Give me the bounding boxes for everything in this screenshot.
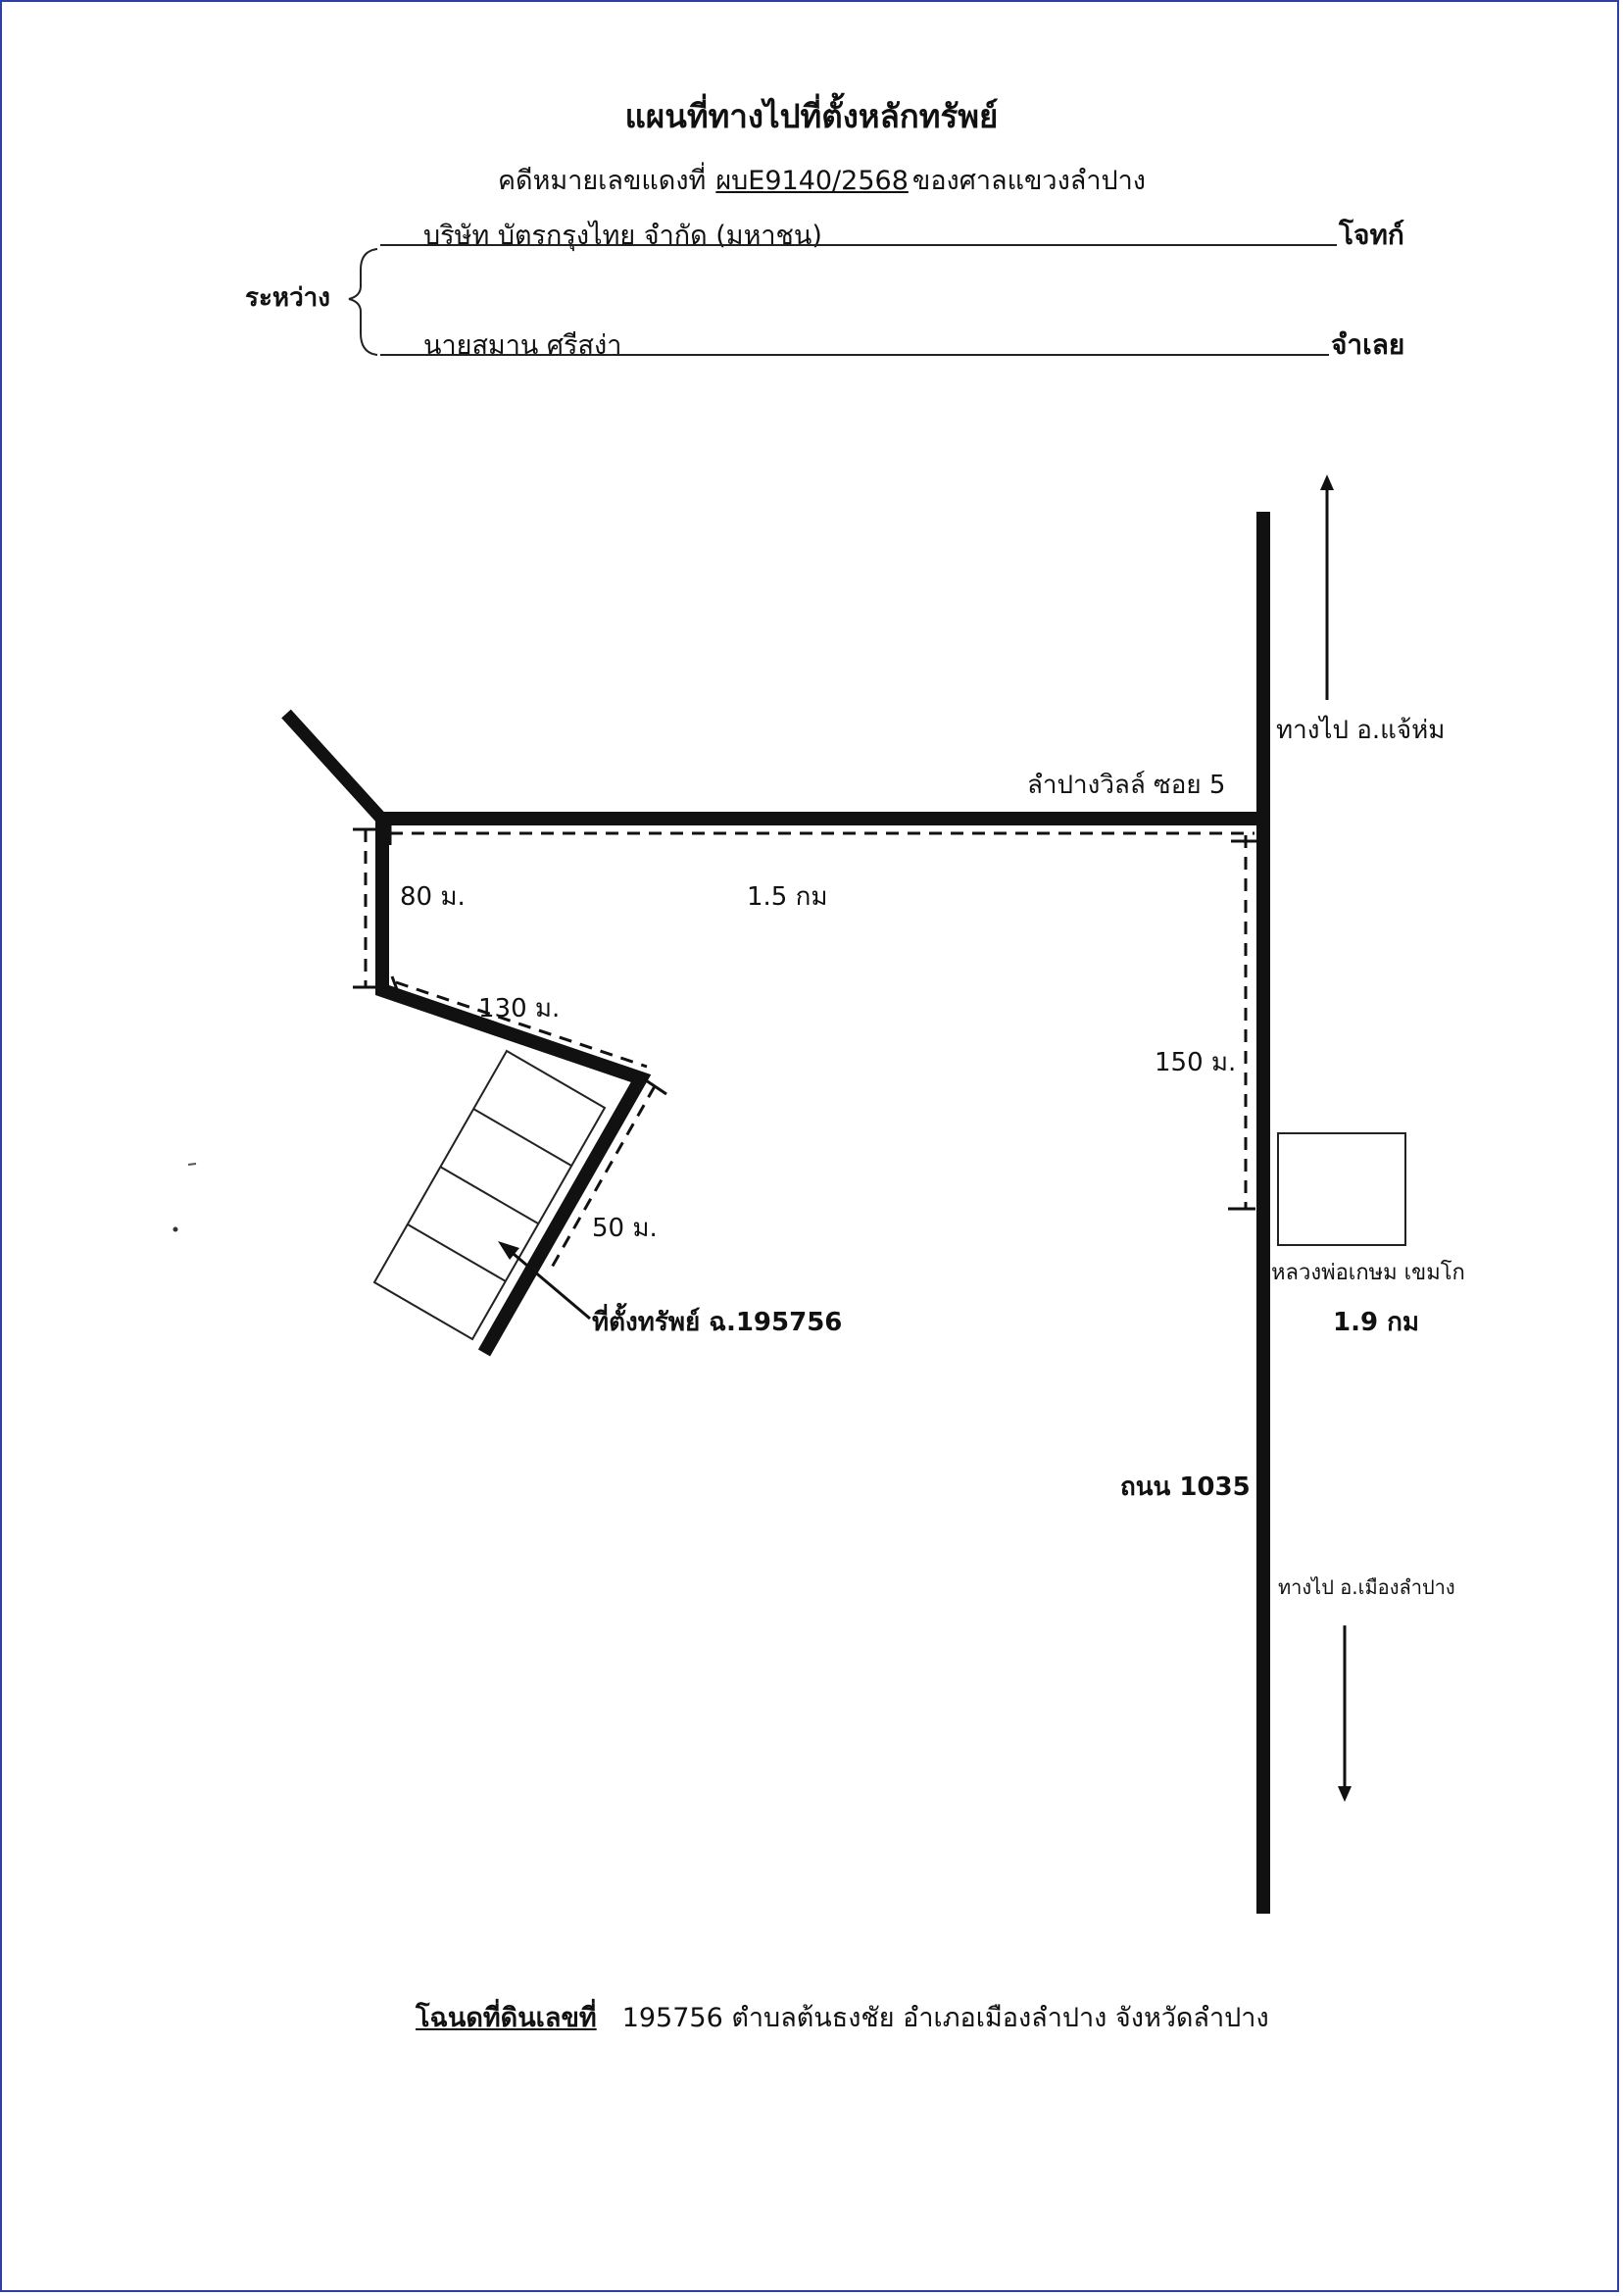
court-name: ของศาลแขวงลำปาง <box>911 166 1146 196</box>
parcel-divider <box>407 1223 507 1282</box>
distance-150m-label: 150 ม. <box>1155 1048 1237 1077</box>
south-direction-label: ทางไป อ.เมืองลำปาง <box>1278 1575 1455 1599</box>
between-label: ระหว่าง <box>245 283 330 313</box>
case-label: คดีหมายเลขแดงที่ <box>498 166 707 196</box>
deed-detail: 195756 ตำบลต้นธงชัย อำเภอเมืองลำปาง จังห… <box>621 2003 1269 2033</box>
parcel-divider <box>439 1166 539 1224</box>
deed-label: โฉนดที่ดินเลขที่ <box>416 2003 597 2033</box>
measure-130-tick-left <box>390 975 400 993</box>
main-road-label: ถนน 1035 <box>1120 1472 1251 1502</box>
north-arrow-icon <box>1320 474 1334 490</box>
parcel-outline <box>372 1049 607 1341</box>
distance-50m-label: 50 ม. <box>592 1214 658 1243</box>
party-brace <box>348 248 378 356</box>
scan-speck <box>172 1226 178 1232</box>
route-to-property <box>375 819 652 1357</box>
landmark-distance-label: 1.9 กม <box>1333 1308 1419 1337</box>
parcel-divider <box>472 1108 572 1167</box>
plaintiff-role: โจทก์ <box>1339 219 1404 251</box>
south-arrow-icon <box>1338 1786 1352 1802</box>
deed-line: โฉนดที่ดินเลขที่ 195756 ตำบลต้นธงชัย อำเภ… <box>416 1996 1269 2038</box>
measure-130 <box>395 980 648 1069</box>
road-soi-label: ลำปางวิลล์ ซอย 5 <box>1027 771 1226 800</box>
distance-soi-label: 1.5 กม <box>747 882 828 912</box>
property-pointer-arrowhead <box>498 1241 519 1260</box>
landmark-label: หลวงพ่อเกษม เขมโก <box>1271 1261 1465 1285</box>
page-title: แผนที่ทางไปที่ตั้งหลักทรัพย์ <box>624 97 999 135</box>
road-branch-northwest <box>281 709 389 826</box>
measure-50 <box>547 1085 657 1273</box>
case-number: ผบE9140/2568 <box>715 166 909 196</box>
north-direction-label: ทางไป อ.แจ้ห่ม <box>1276 716 1446 745</box>
measure-50-tick-top <box>642 1076 667 1096</box>
distance-80m-label: 80 ม. <box>400 882 466 912</box>
landmark-box <box>1277 1132 1406 1246</box>
distance-130m-label: 130 ม. <box>478 994 561 1023</box>
scan-speck <box>187 1163 197 1166</box>
property-pointer-line <box>507 1247 591 1321</box>
property-location-label: ที่ตั้งทรัพย์ ฉ.195756 <box>592 1308 843 1337</box>
defendant-role: จำเลย <box>1331 328 1405 361</box>
property-parcel <box>372 1049 607 1341</box>
